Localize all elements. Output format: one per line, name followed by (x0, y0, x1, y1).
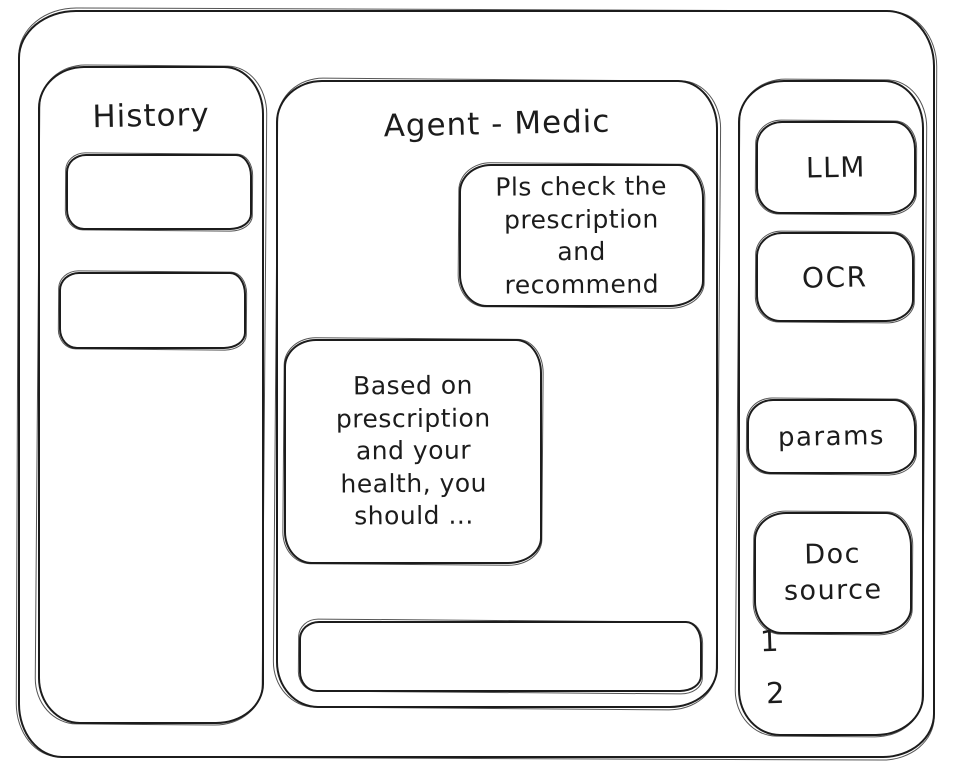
doc-source-item-1[interactable]: 1 (759, 623, 780, 659)
user-message-text: Pls check the prescription and recommend (495, 170, 668, 299)
doc-source-item-2[interactable]: 2 (765, 675, 786, 711)
assistant-message-text: Based on prescription and your health, y… (335, 370, 491, 531)
chat-panel: Agent - Medic Pls check the prescription… (276, 80, 718, 708)
history-item-2[interactable] (59, 272, 246, 349)
doc-source-button-label: Doc source (783, 538, 883, 607)
ocr-button-label: OCR (801, 259, 869, 295)
llm-button-label: LLM (805, 150, 867, 185)
chat-input-bar[interactable] (299, 621, 702, 692)
llm-button[interactable]: LLM (756, 121, 916, 214)
chat-input[interactable] (311, 627, 690, 686)
tools-panel: LLM OCR params Doc source 1 2 (738, 80, 924, 736)
user-message-bubble: Pls check the prescription and recommend (459, 164, 704, 307)
params-button-label: params (777, 420, 886, 453)
history-panel-title: History (91, 96, 211, 136)
ocr-button[interactable]: OCR (756, 232, 914, 322)
params-button[interactable]: params (747, 399, 916, 474)
history-item-1[interactable] (66, 154, 252, 230)
chat-panel-title: Agent - Medic (383, 103, 611, 145)
app-window-frame: History Agent - Medic Pls check the pres… (18, 10, 935, 758)
doc-source-button[interactable]: Doc source (754, 512, 912, 634)
history-panel: History (38, 66, 264, 724)
assistant-message-bubble: Based on prescription and your health, y… (284, 339, 542, 564)
